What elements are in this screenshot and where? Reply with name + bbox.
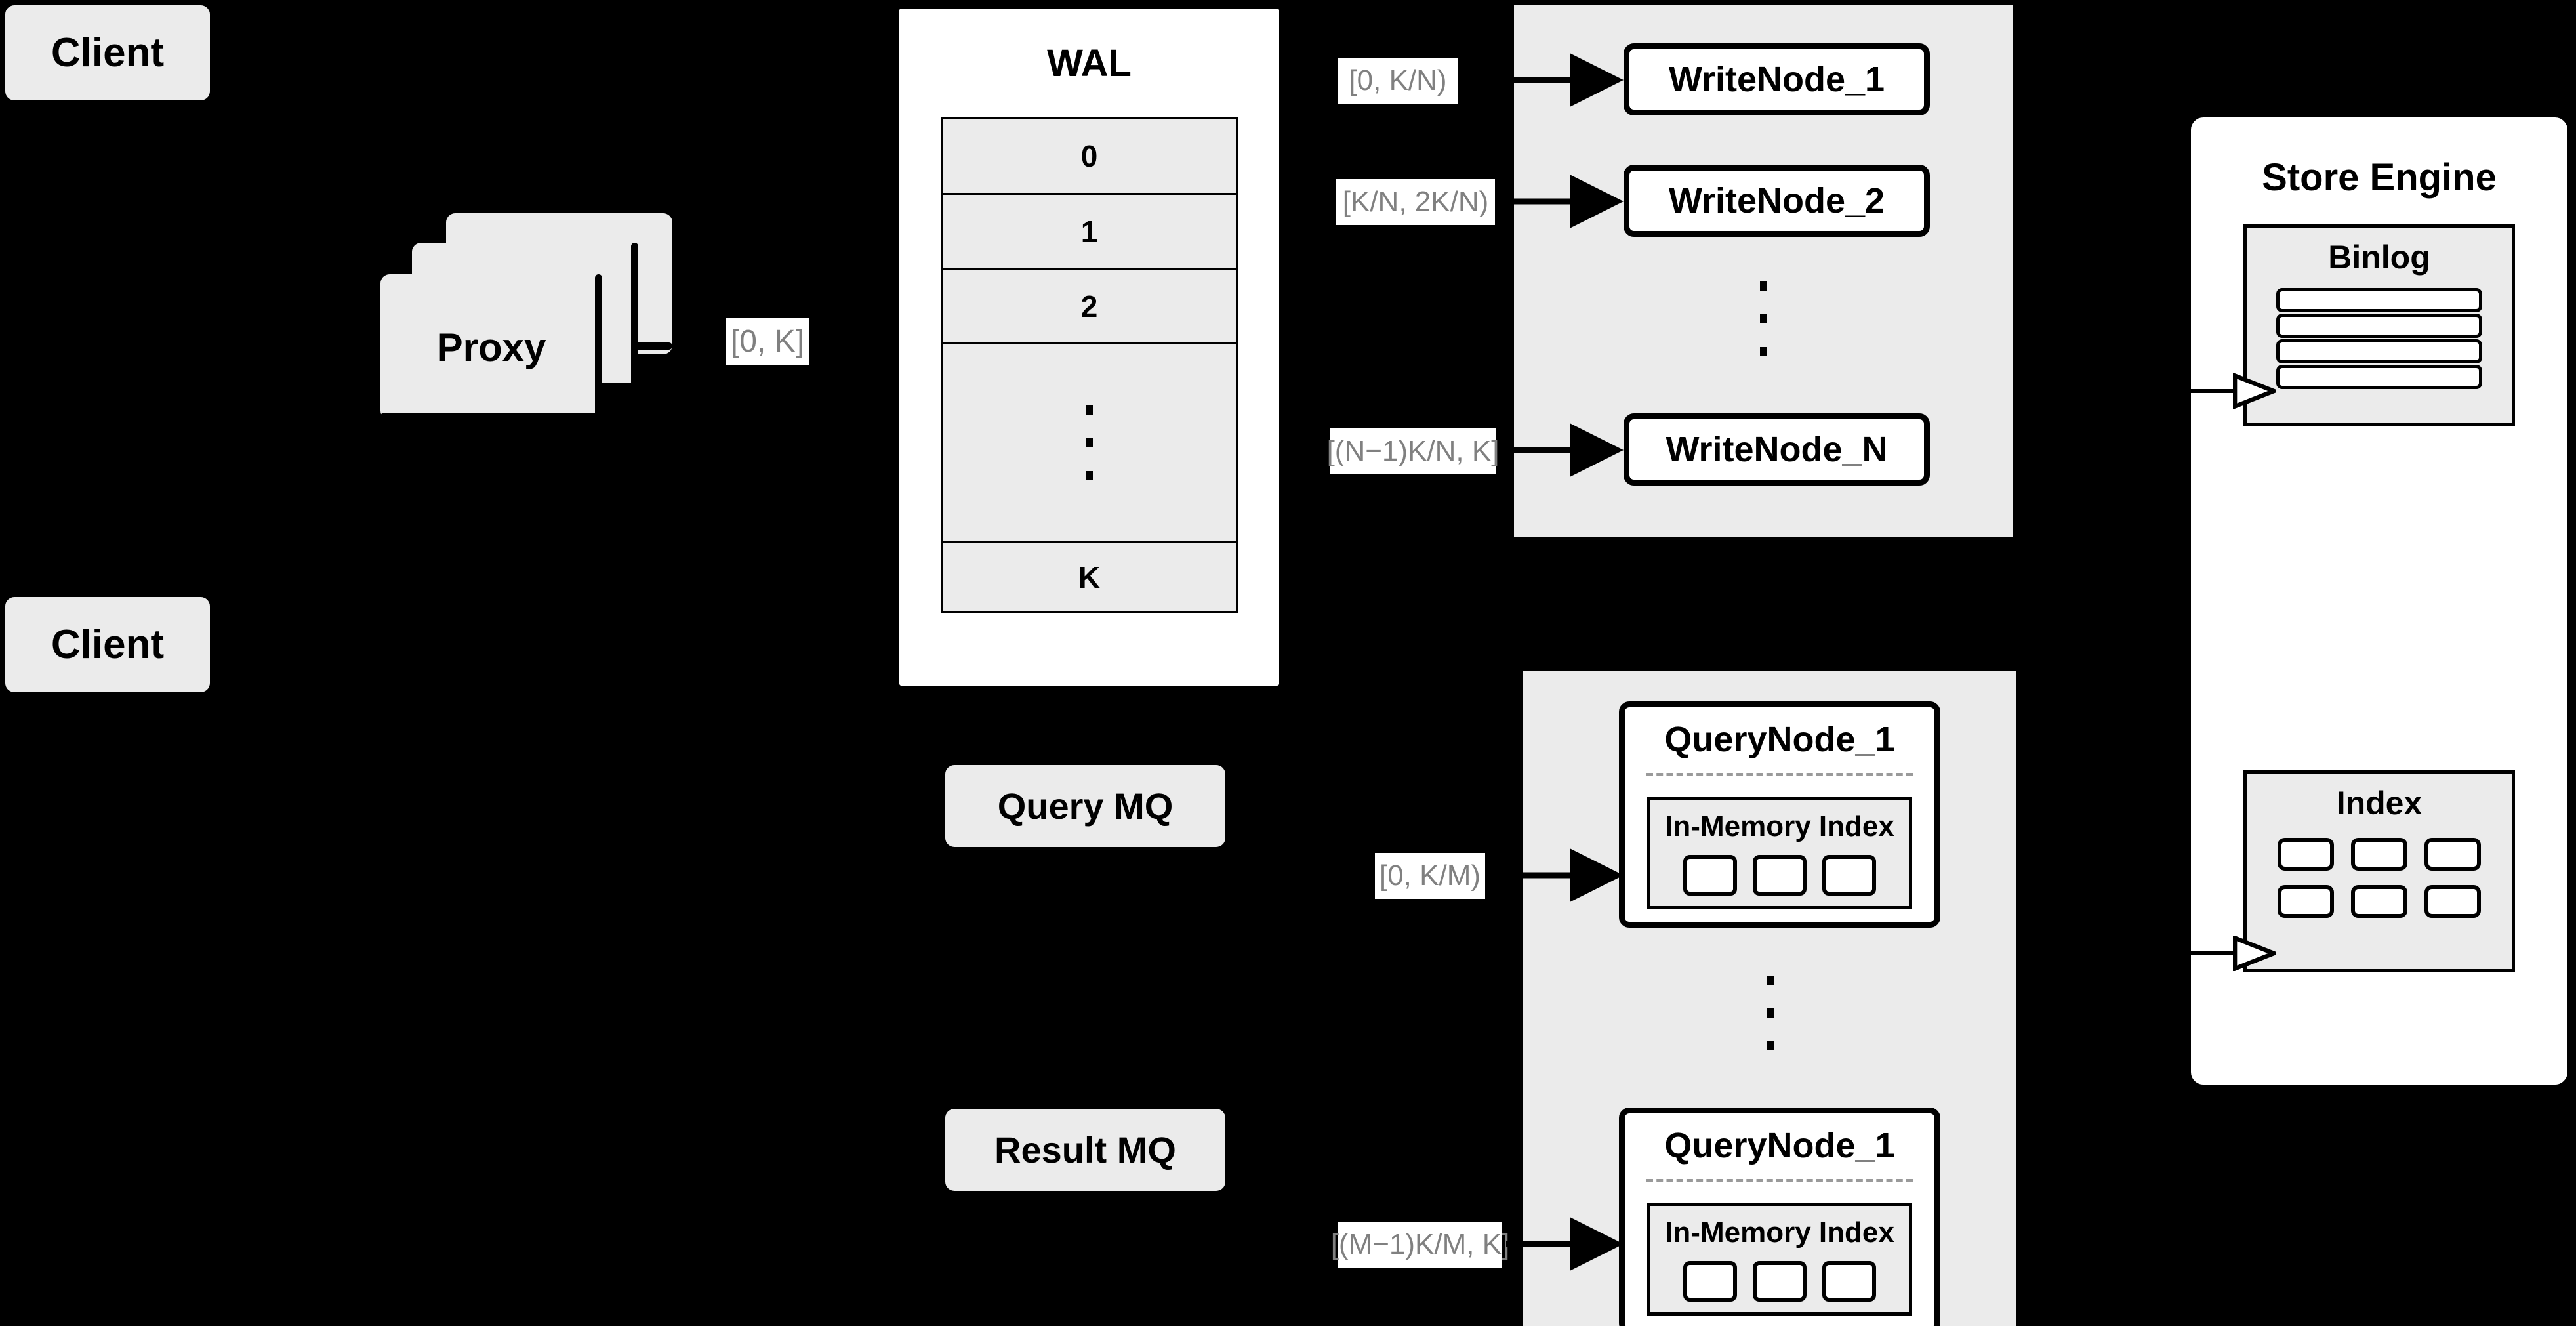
query-node-2[interactable]: QueryNode_1 In-Memory Index — [1619, 1108, 1940, 1326]
index-cell — [2424, 838, 2481, 871]
index-grid-row — [2278, 885, 2481, 918]
index-cell — [1683, 855, 1737, 896]
index-grid — [2278, 838, 2481, 918]
client-node-1[interactable]: Client — [5, 5, 210, 100]
index-cell — [2351, 885, 2407, 918]
index-cell — [1822, 855, 1876, 896]
range-label-writenode-1-text: [0, K/N) — [1349, 64, 1447, 96]
binlog-row — [2276, 365, 2482, 389]
wal-panel: WAL 0 1 2 K — [895, 4, 1284, 690]
result-mq-node[interactable]: Result MQ — [945, 1109, 1225, 1191]
index-cell — [1753, 1261, 1807, 1302]
query-node-group: QueryNode_1 In-Memory Index QueryNode_1 … — [1523, 671, 2016, 1326]
proxy-card-front-edge-b — [380, 413, 602, 420]
range-label-querynode-1: [0, K/M) — [1375, 853, 1485, 899]
index-cell — [2278, 838, 2334, 871]
wal-row-k: K — [943, 543, 1236, 611]
proxy-card-back-edge — [633, 342, 672, 350]
query-node-2-title: QueryNode_1 — [1664, 1126, 1895, 1165]
client-label-2: Client — [51, 622, 165, 667]
query-node-ellipsis — [1523, 947, 2016, 1079]
query-node-1-title: QueryNode_1 — [1664, 720, 1895, 759]
query-node-1-divider — [1646, 773, 1913, 776]
binlog-row — [2276, 314, 2482, 338]
index-cell — [2351, 838, 2407, 871]
range-label-writenode-1: [0, K/N) — [1338, 58, 1458, 104]
proxy-card-front-edge-r — [595, 274, 602, 420]
wal-title: WAL — [1047, 42, 1132, 85]
index-cell — [1753, 855, 1807, 896]
in-memory-index-1: In-Memory Index — [1647, 797, 1912, 909]
in-memory-index-2-cells — [1683, 1261, 1876, 1302]
wal-row-1: 1 — [943, 195, 1236, 270]
wal-row-2: 2 — [943, 270, 1236, 344]
range-label-writenode-2: [K/N, 2K/N) — [1336, 179, 1495, 225]
index-cell — [1683, 1261, 1737, 1302]
in-memory-index-1-cells — [1683, 855, 1876, 896]
query-mq-node[interactable]: Query MQ — [945, 765, 1225, 847]
store-engine-title: Store Engine — [2262, 156, 2497, 199]
index-title: Index — [2336, 785, 2423, 821]
write-node-1[interactable]: WriteNode_1 — [1624, 43, 1930, 115]
index-cell — [2278, 885, 2334, 918]
binlog-rows — [2276, 288, 2482, 389]
wal-row-0: 0 — [943, 119, 1236, 195]
range-label-writenode-2-text: [K/N, 2K/N) — [1342, 186, 1489, 218]
write-node-group: WriteNode_1 WriteNode_2 WriteNode_N — [1514, 5, 2013, 537]
proxy-label: Proxy — [436, 325, 546, 369]
range-label-writenode-n-text: [(N−1)K/N, K] — [1326, 435, 1500, 467]
range-label-proxy-to-wal: [0, K] — [726, 318, 809, 365]
query-node-2-divider — [1646, 1179, 1913, 1182]
binlog-panel: Binlog — [2243, 224, 2515, 426]
client-label-1: Client — [51, 30, 165, 75]
proxy-card-front: Proxy — [380, 274, 602, 420]
in-memory-index-1-title: In-Memory Index — [1665, 810, 1894, 842]
range-label-querynode-m: [(M−1)K/M, K] — [1331, 1222, 1509, 1268]
write-node-1-label: WriteNode_1 — [1668, 60, 1885, 99]
range-label-querynode-m-text: [(M−1)K/M, K] — [1330, 1228, 1510, 1260]
query-node-1[interactable]: QueryNode_1 In-Memory Index — [1619, 701, 1940, 928]
range-label-querynode-1-text: [0, K/M) — [1379, 860, 1481, 892]
result-mq-label: Result MQ — [994, 1129, 1176, 1171]
write-node-n[interactable]: WriteNode_N — [1624, 413, 1930, 486]
in-memory-index-2: In-Memory Index — [1647, 1203, 1912, 1316]
index-cell — [2424, 885, 2481, 918]
binlog-row — [2276, 339, 2482, 363]
wal-row-ellipsis — [943, 344, 1236, 543]
client-node-2[interactable]: Client — [5, 597, 210, 692]
in-memory-index-2-title: In-Memory Index — [1665, 1216, 1894, 1249]
write-node-2[interactable]: WriteNode_2 — [1624, 165, 1930, 237]
range-label-writenode-n: [(N−1)K/N, K] — [1327, 428, 1499, 474]
index-panel: Index — [2243, 770, 2515, 972]
proxy-stack[interactable]: Proxy — [380, 213, 689, 433]
wal-table: 0 1 2 K — [941, 117, 1238, 613]
store-engine-panel: Store Engine Binlog Index — [2186, 113, 2572, 1089]
index-grid-row — [2278, 838, 2481, 871]
range-label-proxy-to-wal-text: [0, K] — [730, 323, 805, 359]
write-node-2-label: WriteNode_2 — [1668, 181, 1885, 220]
write-node-ellipsis — [1514, 266, 2013, 371]
binlog-title: Binlog — [2328, 239, 2430, 276]
query-mq-label: Query MQ — [997, 785, 1174, 827]
write-node-n-label: WriteNode_N — [1666, 430, 1888, 469]
index-cell — [1822, 1261, 1876, 1302]
binlog-row — [2276, 288, 2482, 312]
proxy-card-mid-edge-r — [631, 243, 638, 390]
